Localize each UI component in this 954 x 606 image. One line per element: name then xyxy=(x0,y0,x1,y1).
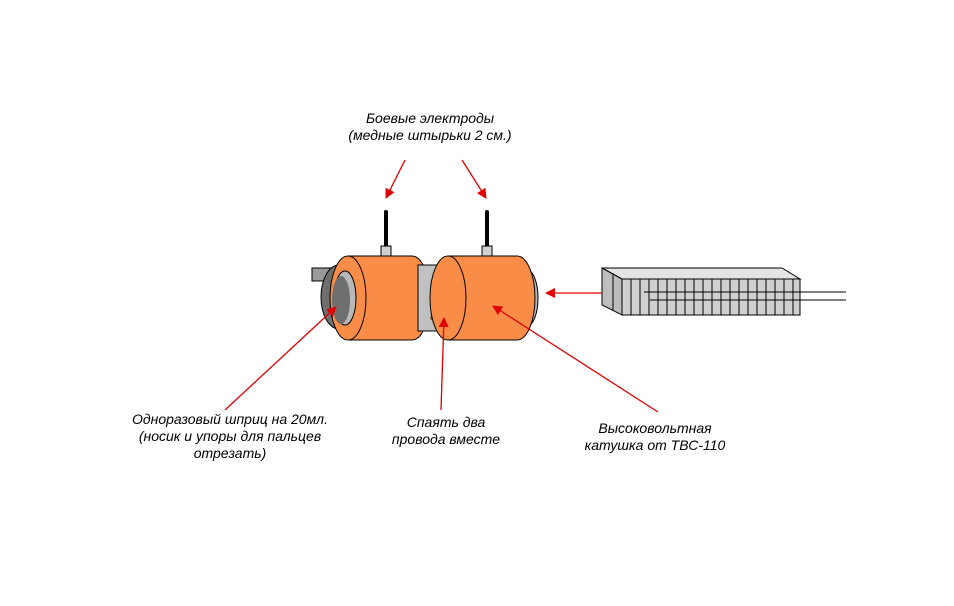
syringe-label-line1: Одноразовый шприц на 20мл. xyxy=(132,411,328,427)
left-coil xyxy=(329,255,431,341)
arrow-electrode-left xyxy=(385,159,406,199)
electrodes-label: Боевые электроды (медные штырьки 2 см.) xyxy=(330,110,530,144)
solder-label: Спаять два провода вместе xyxy=(371,414,521,448)
coil-label-line2: катушка от ТВС-110 xyxy=(584,437,726,453)
arrow-coil xyxy=(492,305,659,413)
right-coil xyxy=(429,255,539,341)
arrow-solder xyxy=(438,317,449,411)
arrow-syringe xyxy=(224,306,337,411)
electrode-left xyxy=(380,210,392,257)
syringe-label: Одноразовый шприц на 20мл. (носик и упор… xyxy=(100,411,360,462)
arrow-electrode-right xyxy=(461,159,487,199)
electrodes-label-line2: (медные штырьки 2 см.) xyxy=(348,127,512,143)
syringe-label-line3: отрезать) xyxy=(193,445,267,461)
high-voltage-source xyxy=(601,267,846,316)
solder-label-line2: провода вместе xyxy=(391,431,501,447)
solder-label-line1: Спаять два xyxy=(406,414,486,430)
coil-label: Высоковольтная катушка от ТВС-110 xyxy=(565,420,745,454)
coil-label-line1: Высоковольтная xyxy=(598,420,712,436)
syringe-label-line2: (носик и упоры для пальцев xyxy=(138,428,322,444)
electrode-right xyxy=(481,210,493,257)
electrodes-label-line1: Боевые электроды xyxy=(365,110,495,126)
